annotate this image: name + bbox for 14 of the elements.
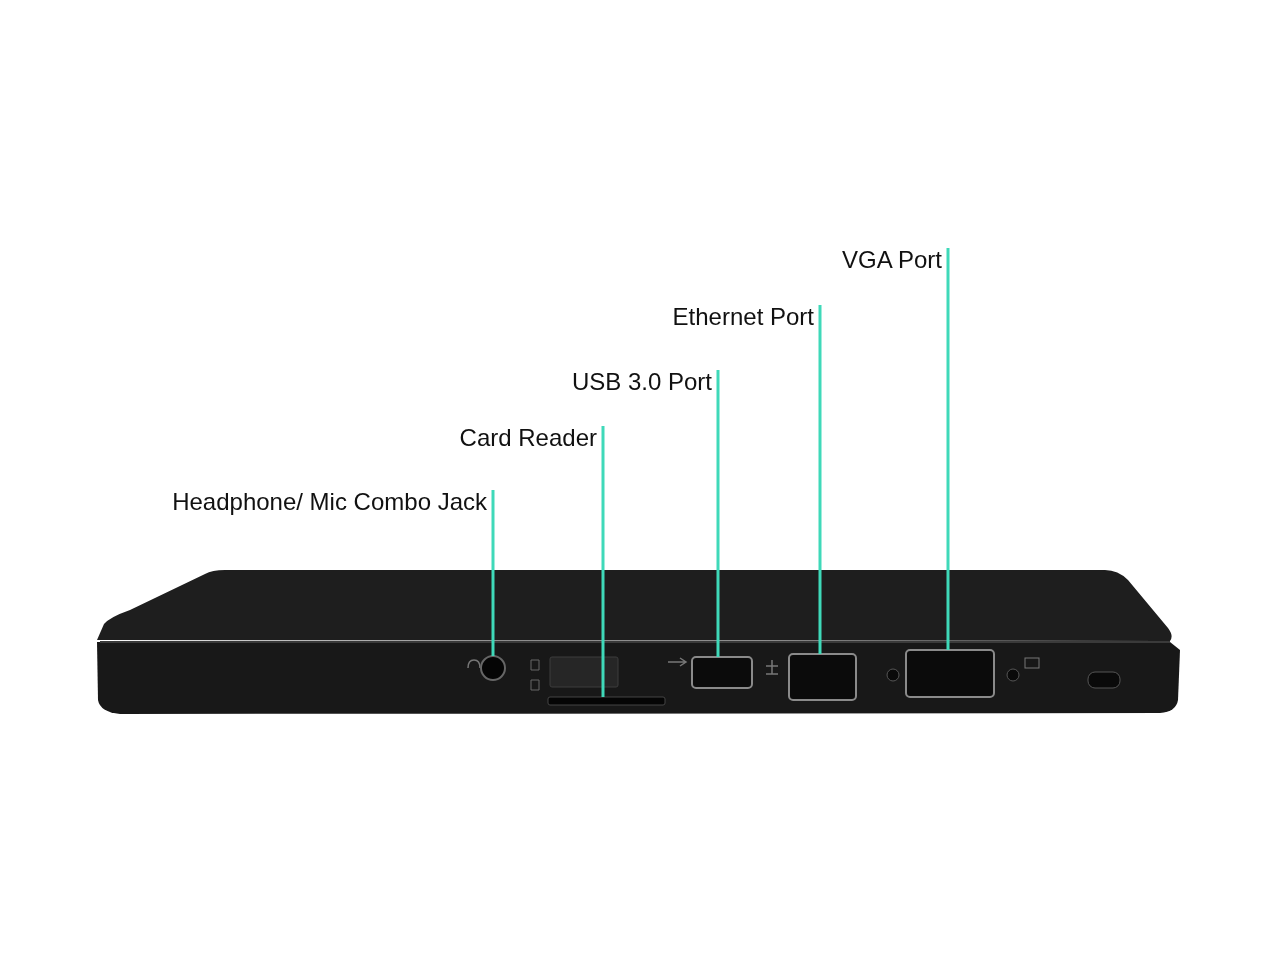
leader-line [818,305,822,654]
usb-port [691,656,753,689]
callout-label: VGA Port [841,246,948,274]
callout-label: Ethernet Port [672,303,820,331]
card-slot [547,696,666,706]
callout-label: Card Reader [459,424,603,452]
ethernet-port [788,653,857,701]
callout-label: USB 3.0 Port [571,368,718,396]
leader-line [716,370,720,657]
leader-line [946,248,950,650]
leader-line [491,490,495,656]
vga-port [905,649,995,698]
leader-line [601,426,605,697]
callout-label: Headphone/ Mic Combo Jack [172,488,493,516]
